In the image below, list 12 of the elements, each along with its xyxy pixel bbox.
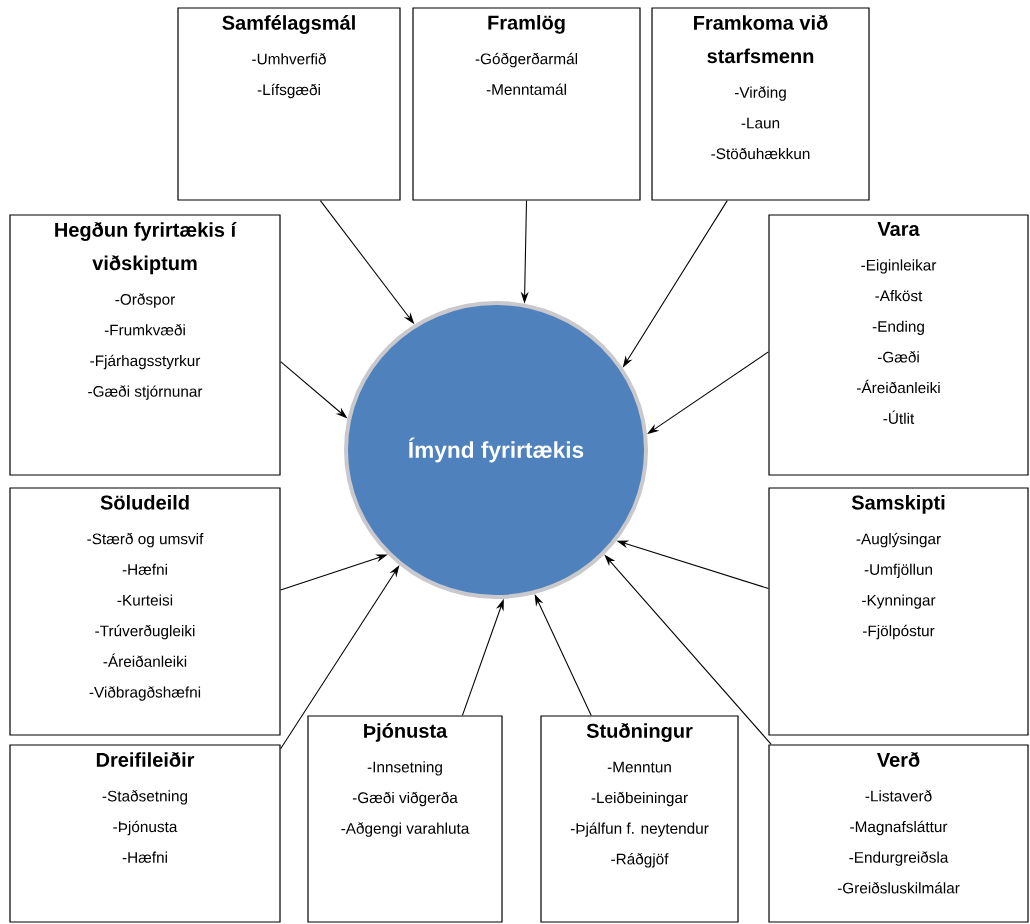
info-box: Hegðun fyrirtækis í viðskiptum -Orðspor -Frumkvæði -Fjárhagsstyrkur -Gæði stjórnunar [9, 214, 281, 476]
info-box: Samskipti -Auglýsingar -Umfjöllun -Kynningar -Fjölpóstur [768, 487, 1029, 736]
info-box: Vara -Eiginleikar -Afköst -Ending -Gæði -Áreiðanleiki -Útlit [768, 214, 1029, 476]
info-box: Framkoma við starfsmenn -Virðing -Laun -Stöðuhækkun [651, 7, 870, 201]
info-box: Dreifileiðir -Staðsetning -Þjónusta -Hæfni [9, 744, 281, 923]
info-box: Þjónusta -Innsetning -Gæði viðgerða -Aðgengi varahluta [307, 715, 503, 923]
info-box: Framlög -Góðgerðarmál -Menntamál [412, 7, 641, 201]
info-box: Verð -Listaverð -Magnafsláttur -Endurgreiðsla -Greiðsluskilmálar [768, 744, 1029, 923]
info-box: Samfélagsmál -Umhverfið -Lífsgæði [177, 7, 401, 201]
info-box: Söludeild -Stærð og umsvif -Hæfni -Kurteisi -Trúverðugleiki -Áreiðanleiki -Viðbragðshæfni [9, 487, 281, 736]
info-box: Stuðningur -Menntun -Leiðbeiningar -Þjálfun f. neytendur -Ráðgjöf [540, 715, 739, 923]
arrow [280, 565, 400, 750]
